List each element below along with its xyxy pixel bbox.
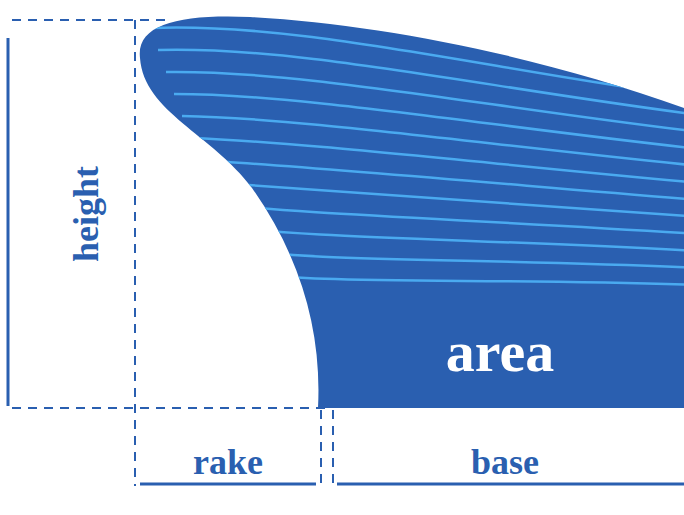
fin-body bbox=[140, 16, 684, 408]
height-label: height bbox=[68, 166, 104, 262]
area-label: area bbox=[446, 323, 554, 381]
fin-outline bbox=[130, 10, 684, 410]
fin-stripes bbox=[150, 27, 684, 285]
fin-shape: area bbox=[130, 10, 684, 410]
rake-label: rake bbox=[193, 444, 263, 480]
base-label: base bbox=[471, 444, 539, 480]
